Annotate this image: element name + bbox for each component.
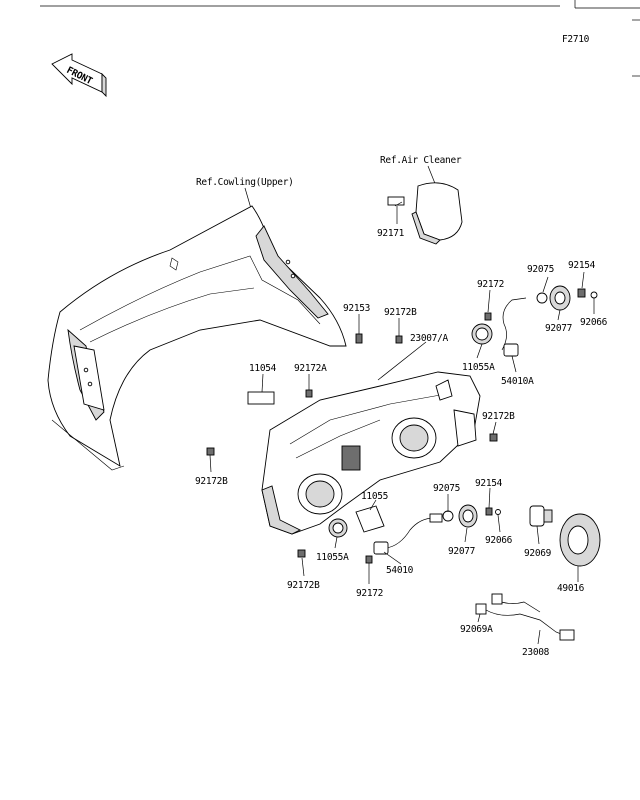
ref-cowling-upper: Ref.Cowling(Upper) <box>196 177 294 188</box>
part-11055: 11055 <box>361 491 388 502</box>
part-92172B-top: 92172B <box>384 307 417 318</box>
part-92069: 92069 <box>524 548 552 559</box>
part-92066-mid: 92066 <box>485 535 513 546</box>
part-92172A: 92172A <box>294 363 327 374</box>
connector-54010 <box>429 513 443 523</box>
bolt-92172A <box>305 389 313 398</box>
air-cleaner-duct <box>387 182 463 245</box>
part-92153: 92153 <box>343 303 370 314</box>
socket-54010 <box>373 541 389 555</box>
part-23007A: 23007/A <box>410 333 449 344</box>
part-54010A: 54010A <box>501 376 534 387</box>
bolt-92172-bot <box>365 555 373 564</box>
part-92077-mid: 92077 <box>448 546 475 557</box>
bolt-92172B-top <box>395 335 403 344</box>
part-92075-mid: 92075 <box>433 483 460 494</box>
page-frame <box>40 0 640 77</box>
cover-49016 <box>559 513 601 567</box>
cap-92077-top <box>549 285 571 311</box>
part-92172-top: 92172 <box>477 279 504 290</box>
part-92077-top: 92077 <box>545 323 572 334</box>
part-11054: 11054 <box>249 363 277 374</box>
bracket-11054 <box>247 391 275 405</box>
part-92154-mid: 92154 <box>475 478 503 489</box>
part-92172B-bot: 92172B <box>287 580 320 591</box>
part-54010: 54010 <box>386 565 414 576</box>
figure-id: F2710 <box>562 34 590 45</box>
headlight-assembly <box>261 371 481 535</box>
ref-air-cleaner: Ref.Air Cleaner <box>380 155 462 166</box>
wire-54010 <box>385 517 435 549</box>
bracket-11055 <box>355 505 385 533</box>
screw-92153 <box>355 333 363 344</box>
part-92171: 92171 <box>377 228 405 239</box>
socket-54010A <box>503 343 519 357</box>
part-92069A: 92069A <box>460 624 493 635</box>
bolt-92172B-left <box>206 447 215 456</box>
bulb-92069 <box>529 505 553 527</box>
screw-92154-mid <box>485 507 493 516</box>
cap-92077-mid <box>458 504 478 528</box>
part-92172B-right: 92172B <box>482 411 515 422</box>
bolt-92172-top <box>484 312 492 321</box>
bolt-92172B-bot <box>297 549 306 558</box>
wire-54010A-top <box>501 297 527 351</box>
washer-92066-top <box>590 291 598 299</box>
front-arrow-icon: FRONT <box>51 53 107 98</box>
part-23008: 23008 <box>522 647 550 658</box>
harness-23008 <box>475 593 575 641</box>
bolt-92172B-right <box>489 433 498 442</box>
part-92172-bot: 92172 <box>356 588 383 599</box>
bulb-92075-mid <box>442 510 454 522</box>
part-92154-top: 92154 <box>568 260 596 271</box>
screw-92154-top <box>577 288 586 298</box>
upper-cowling <box>47 205 347 471</box>
washer-92066-mid <box>495 509 501 515</box>
leader-lines <box>209 271 595 645</box>
part-92066-top: 92066 <box>580 317 608 328</box>
part-49016: 49016 <box>557 583 585 594</box>
part-92172B-left: 92172B <box>195 476 228 487</box>
part-92075-top: 92075 <box>527 264 554 275</box>
socket-11055A-top <box>471 323 493 345</box>
socket-11055 <box>328 518 348 538</box>
bulb-92075-top <box>536 292 548 304</box>
part-11055A-bot: 11055A <box>316 552 349 563</box>
part-11055A-top: 11055A <box>462 362 495 373</box>
